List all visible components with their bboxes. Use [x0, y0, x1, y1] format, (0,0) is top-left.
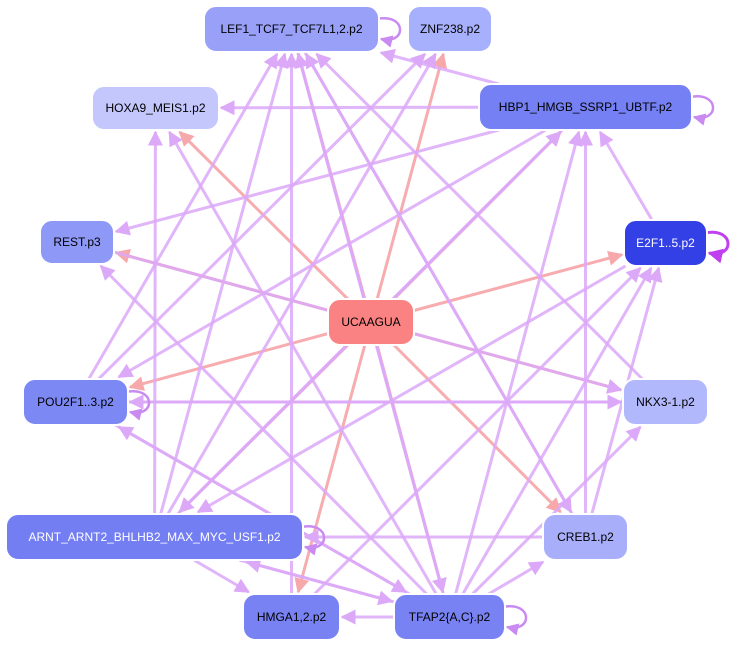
self-loop-edge-e2f1 — [704, 230, 730, 264]
self-loop-edge-pou2f1 — [125, 390, 151, 421]
node-box[interactable] — [622, 378, 709, 426]
node-box[interactable] — [22, 378, 129, 426]
self-loop-edge-arnt — [300, 525, 326, 556]
edge-ucaagua-to-e2f1 — [413, 250, 624, 312]
node-hoxa9[interactable]: HOXA9_MEIS1.p2 — [91, 85, 220, 131]
self-loop-edge-tfap2 — [502, 605, 528, 636]
edge-hbp1-to-lef1 — [379, 48, 500, 86]
node-znf238[interactable]: ZNF238.p2 — [407, 5, 493, 53]
edge-e2f1-to-hbp1 — [598, 130, 654, 221]
node-rest[interactable]: REST.p3 — [39, 219, 115, 265]
node-box[interactable] — [39, 219, 115, 265]
edge-tfap2-to-arnt — [245, 558, 395, 604]
node-tfap2[interactable]: TFAP2{A,C}.p2 — [393, 593, 506, 641]
node-ucaagua[interactable]: UCAAGUA — [327, 298, 415, 346]
node-hmga1[interactable]: HMGA1,2.p2 — [242, 593, 341, 641]
edge-nkx3-to-lef1 — [315, 52, 644, 381]
node-box[interactable] — [203, 5, 380, 53]
edge-tfap2-to-nkx3 — [471, 425, 642, 596]
edge-arnt-to-hmga1 — [193, 558, 250, 594]
edge-tfap2-to-e2f1 — [461, 266, 653, 595]
node-nkx3[interactable]: NKX3-1.p2 — [622, 378, 709, 426]
edge-arnt-to-znf238 — [166, 52, 437, 515]
edge-ucaagua-to-znf238 — [375, 52, 448, 300]
self-loop-edge-lef1 — [376, 17, 402, 48]
node-creb1[interactable]: CREB1.p2 — [542, 513, 629, 561]
edge-hmga1-to-e2f1 — [313, 266, 642, 596]
edge-lef1-to-creb1 — [303, 51, 573, 514]
nodes-layer: LEF1_TCF7_TCF7L1,2.p2 ZNF238.p2HOXA9_MEIS… — [5, 5, 709, 641]
edges-layer — [87, 17, 730, 636]
node-box[interactable] — [623, 219, 708, 267]
node-hbp1[interactable]: HBP1_HMGB_SSRP1_UBTF.p2 — [478, 83, 693, 131]
edge-e2f1-to-arnt — [196, 264, 627, 514]
node-lef1[interactable]: LEF1_TCF7_TCF7L1,2.p2 — [203, 5, 380, 53]
edge-hbp1-to-hoxa9 — [219, 100, 480, 116]
node-box[interactable] — [242, 593, 341, 641]
node-e2f1[interactable]: E2F1..5.p2 — [623, 219, 708, 267]
node-box[interactable] — [407, 5, 493, 53]
node-box[interactable] — [542, 513, 629, 561]
edge-ucaagua-to-pou2f1 — [128, 332, 329, 391]
node-arnt[interactable]: ARNT_ARNT2_BHLHB2_MAX_MYC_USF1.p2 — [5, 513, 304, 561]
node-box[interactable] — [5, 513, 304, 561]
node-box[interactable] — [478, 83, 693, 131]
edge-tfap2-to-creb1 — [487, 560, 545, 596]
node-box[interactable] — [91, 85, 220, 131]
edge-hbp1-to-pou2f1 — [117, 128, 547, 379]
edge-ucaagua-to-creb1 — [392, 343, 562, 514]
edge-arnt-to-lef1 — [159, 52, 289, 515]
node-box[interactable] — [393, 593, 506, 641]
edge-hbp1-to-rest — [114, 128, 500, 236]
self-loop-edge-hbp1 — [689, 95, 715, 126]
edge-pou2f1-to-tfap2 — [114, 423, 408, 594]
node-box[interactable] — [327, 298, 415, 346]
node-pou2f1[interactable]: POU2F1..3.p2 — [22, 378, 129, 426]
edge-pou2f1-to-lef1 — [87, 52, 279, 380]
